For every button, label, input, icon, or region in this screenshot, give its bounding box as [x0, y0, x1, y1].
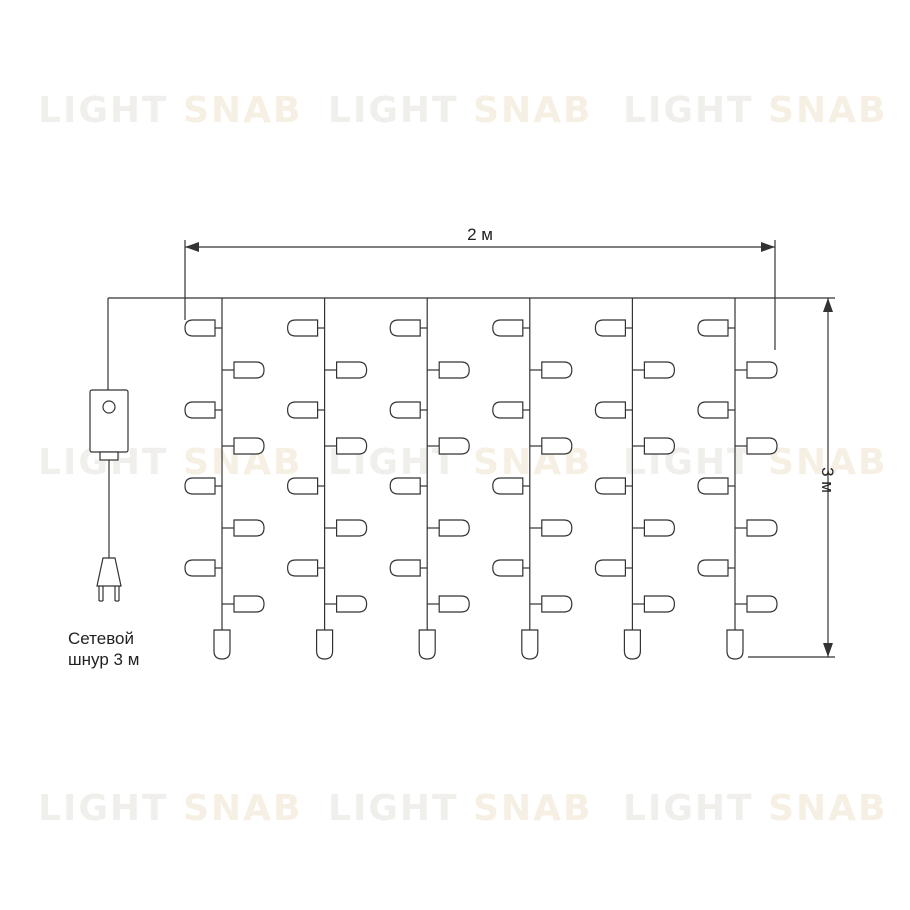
led-bulb-icon [438, 361, 470, 379]
led-strands [184, 298, 778, 660]
watermark-text: LIGHT SNAB [623, 90, 887, 131]
led-bulb-icon [438, 519, 470, 537]
controller-box-icon [89, 389, 129, 461]
led-strand [697, 298, 778, 660]
led-bulb-icon [418, 629, 436, 660]
feed-cable [89, 297, 740, 602]
led-bulb-icon [389, 559, 421, 577]
led-bulb-icon [389, 319, 421, 337]
caption-line-2: шнур 3 м [68, 650, 139, 669]
width-label: 2 м [467, 225, 493, 244]
led-bulb-icon [286, 559, 319, 577]
led-bulb-icon [233, 437, 265, 455]
led-bulb-icon [541, 519, 573, 537]
led-bulb-icon [746, 519, 778, 537]
arrow-down-icon [823, 643, 833, 657]
watermark-text: LIGHT SNAB [623, 788, 887, 829]
led-strand [389, 298, 470, 660]
watermark-text: LIGHT SNAB [623, 442, 887, 483]
led-bulb-icon [492, 477, 524, 495]
led-bulb-icon [492, 319, 524, 337]
led-bulb-icon [697, 477, 729, 495]
led-bulb-icon [316, 629, 334, 660]
led-bulb-icon [184, 559, 216, 577]
led-strand [286, 298, 368, 660]
led-bulb-icon [184, 319, 216, 337]
led-bulb-icon [521, 629, 539, 660]
led-bulb-icon [746, 361, 778, 379]
led-strand [594, 298, 676, 660]
led-bulb-icon [438, 437, 470, 455]
led-bulb-icon [438, 595, 470, 613]
arrow-up-icon [823, 298, 833, 312]
watermark-text: LIGHT SNAB [328, 788, 592, 829]
led-bulb-icon [233, 595, 265, 613]
led-bulb-icon [541, 595, 573, 613]
arrow-left-icon [185, 242, 199, 252]
led-bulb-icon [726, 629, 744, 660]
led-bulb-icon [594, 319, 626, 337]
led-bulb-icon [336, 519, 368, 537]
led-bulb-icon [213, 629, 231, 660]
led-bulb-icon [697, 559, 729, 577]
led-bulb-icon [184, 401, 216, 419]
led-bulb-icon [492, 559, 524, 577]
arrow-right-icon [761, 242, 775, 252]
power-plug-icon [96, 557, 122, 602]
led-bulb-icon [286, 401, 319, 419]
led-bulb-icon [594, 477, 626, 495]
caption-line-1: Сетевой [68, 629, 134, 648]
led-bulb-icon [541, 437, 573, 455]
watermark-text: LIGHT SNAB [328, 90, 592, 131]
height-dimension: 3 м [740, 297, 837, 658]
led-bulb-icon [643, 595, 676, 613]
led-bulb-icon [643, 519, 676, 537]
led-bulb-icon [336, 595, 368, 613]
led-bulb-icon [594, 559, 626, 577]
led-bulb-icon [594, 401, 626, 419]
led-bulb-icon [389, 477, 421, 495]
led-bulb-icon [643, 361, 676, 379]
led-bulb-icon [286, 319, 319, 337]
watermark-layer: LIGHT SNAB LIGHT SNAB LIGHT SNAB LIGHT SNAB… [38, 90, 887, 829]
led-bulb-icon [623, 629, 641, 660]
led-bulb-icon [233, 519, 265, 537]
watermark-text: LIGHT SNAB [38, 90, 302, 131]
led-bulb-icon [233, 361, 265, 379]
led-strand [492, 298, 573, 660]
led-bulb-icon [643, 437, 676, 455]
led-bulb-icon [492, 401, 524, 419]
led-bulb-icon [184, 477, 216, 495]
led-bulb-icon [336, 361, 368, 379]
led-bulb-icon [746, 595, 778, 613]
led-bulb-icon [286, 477, 319, 495]
height-label: 3 м [818, 467, 837, 493]
led-strand [184, 298, 265, 660]
width-dimension: 2 м [184, 225, 776, 350]
led-bulb-icon [336, 437, 368, 455]
led-bulb-icon [746, 437, 778, 455]
led-bulb-icon [697, 401, 729, 419]
watermark-text: LIGHT SNAB [38, 788, 302, 829]
led-bulb-icon [697, 319, 729, 337]
led-bulb-icon [541, 361, 573, 379]
led-bulb-icon [389, 401, 421, 419]
